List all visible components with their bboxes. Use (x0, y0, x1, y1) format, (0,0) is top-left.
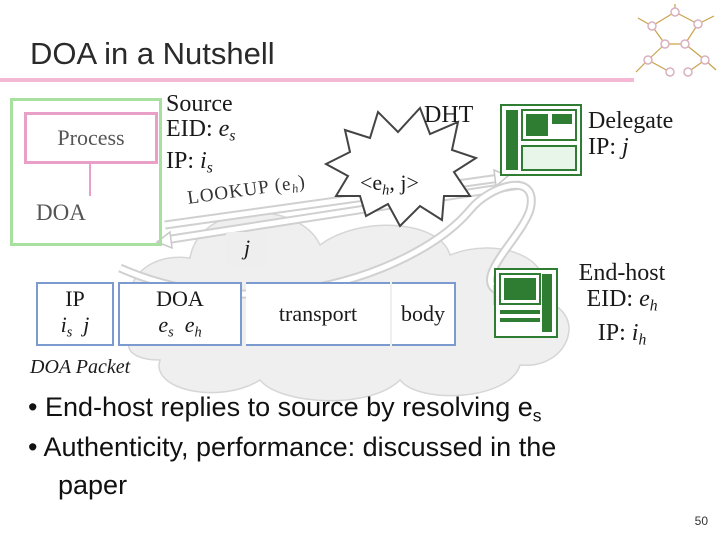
delegate-ip: IP: j (588, 134, 629, 160)
endhost-eid: EID: eh (586, 286, 658, 315)
network-logo-icon (635, 4, 717, 77)
packet-caption: DOA Packet (30, 356, 131, 378)
reply-j-label: j (226, 232, 268, 266)
packet-ip-title: IP (65, 286, 85, 311)
bullet-2: • Authenticity, performance: discussed i… (28, 432, 557, 462)
packet-doa-title: DOA (156, 286, 204, 311)
doa-layer-label: DOA (36, 200, 86, 225)
packet-doa-values: es eh (158, 312, 202, 341)
bullet-dot: • (28, 432, 44, 462)
page-number: 50 (694, 514, 708, 528)
packet-ip-header: IP is j (36, 282, 114, 346)
bullet-dot: • (28, 392, 45, 422)
packet-body: body (392, 282, 456, 346)
endhost-computer-icon (494, 268, 558, 338)
source-ip: IP: is (166, 147, 213, 177)
source-label: Source EID: es IP: is (166, 92, 235, 180)
endhost-label: End-host EID: eh IP: ih (562, 260, 682, 353)
dht-entry: <eh, j> (360, 170, 419, 199)
source-host-frame (10, 98, 162, 246)
delegate-title: Delegate (588, 108, 674, 134)
delegate-label: Delegate IP: j (588, 108, 673, 160)
delegate-server-icon (500, 104, 582, 176)
process-box[interactable]: Process (24, 112, 158, 164)
bullet-1: • End-host replies to source by resolvin… (28, 392, 542, 426)
slide-title: DOA in a Nutshell (30, 36, 275, 71)
dht-starburst (323, 106, 479, 228)
endhost-title: End-host (578, 260, 666, 286)
source-title: Source (166, 91, 233, 117)
packet-ip-values: is j (60, 312, 90, 341)
dht-label: DHT (424, 102, 474, 128)
doa-packet: IP is j DOA es eh transport body (36, 282, 456, 346)
packet-transport: transport (246, 282, 390, 346)
endhost-ip: IP: ih (597, 319, 647, 349)
packet-doa-header: DOA es eh (118, 282, 242, 346)
title-underline (0, 78, 634, 82)
bullet-2-continuation: paper (58, 470, 128, 500)
reply-arrowhead (155, 230, 173, 250)
process-label: Process (57, 125, 125, 150)
source-eid: EID: es (166, 116, 236, 145)
